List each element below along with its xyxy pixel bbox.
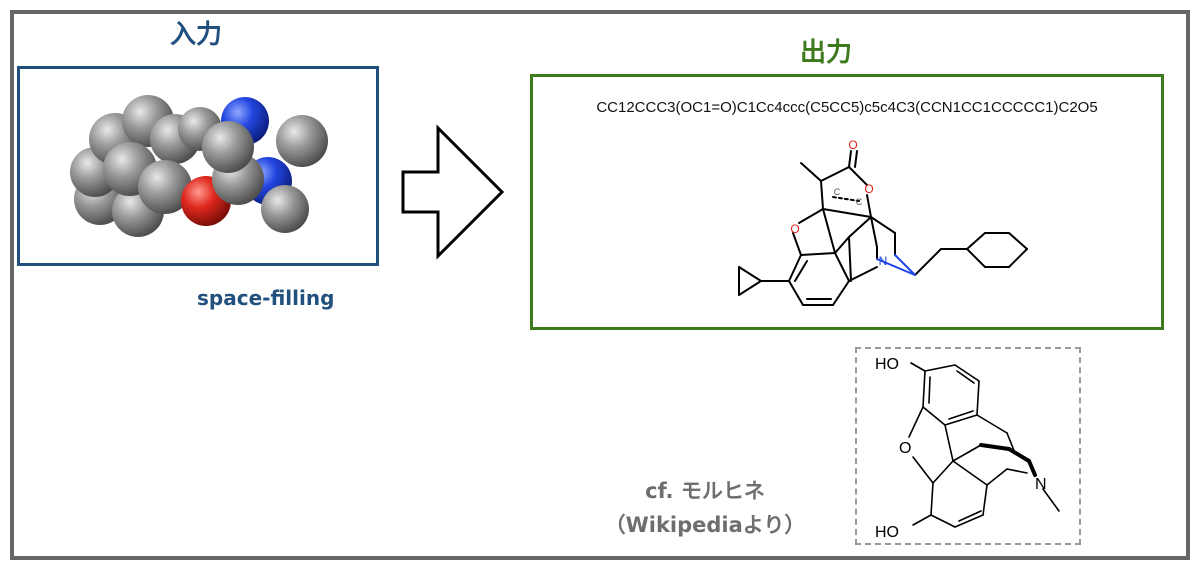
morphine-structure: HO O N HO [875, 356, 1060, 541]
input-title: 入力 [170, 20, 223, 50]
furan-oxygen-label: O [790, 222, 799, 236]
space-filling-model [70, 95, 328, 237]
output-title: 出力 [800, 38, 853, 68]
reference-line-2: （Wikipediaより） [604, 513, 806, 537]
arrow-right-icon [401, 124, 505, 260]
bridge-carbon-label: C [856, 197, 863, 207]
input-panel [17, 66, 379, 266]
hydroxyl-label-top: HO [875, 356, 899, 373]
nitrogen-label: N [879, 254, 888, 268]
ring-oxygen-label: O [864, 182, 873, 196]
bridge-carbon-label: C [834, 187, 841, 197]
nitrogen-label: N [1035, 476, 1047, 493]
reference-line-1: cf. モルヒネ [645, 479, 765, 503]
space-filling-label: space-filling [197, 286, 335, 310]
morphine-structure-box: HO O N HO [855, 347, 1081, 545]
reference-caption: cf. モルヒネ （Wikipediaより） [600, 474, 810, 542]
carbon-atoms-left [70, 95, 222, 237]
furan-oxygen-label: O [899, 440, 911, 457]
carbonyl-oxygen-label: O [848, 138, 857, 152]
carbon-atom [202, 121, 254, 173]
output-structure: O O O N C C [738, 138, 1028, 306]
methyl-atom [276, 115, 328, 167]
smiles-string: CC12CCC3(OC1=O)C1Cc4ccc(C5CC5)c5c4C3(CCN… [596, 99, 1098, 116]
carbon-atom [261, 185, 309, 233]
outer-frame [10, 10, 1190, 560]
output-panel: CC12CCC3(OC1=O)C1Cc4ccc(C5CC5)c5c4C3(CCN… [530, 74, 1164, 330]
hydroxyl-label-bottom: HO [875, 524, 899, 541]
